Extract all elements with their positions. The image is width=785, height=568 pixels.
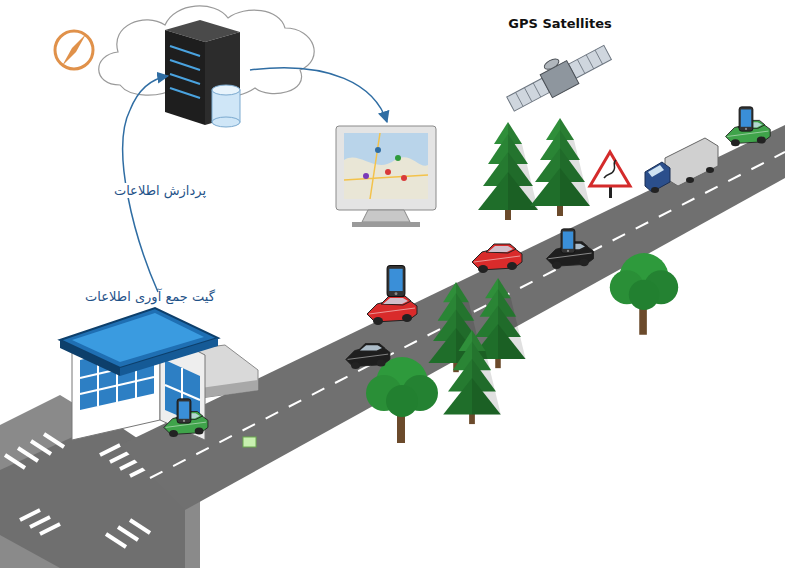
smartphone [561,229,575,253]
oak-tree [366,357,438,443]
oak-tree [610,253,678,335]
label: گیت جمع آوری اطلاعات [85,289,215,304]
car [367,296,417,325]
monitor [336,126,436,227]
gate-building [60,308,258,440]
road [120,125,785,510]
truck [645,138,718,193]
label: GPS Satellites [505,16,615,32]
display-arrow [250,68,387,122]
sensor-marker [243,437,256,447]
car [346,344,390,370]
compass-icon [55,31,93,69]
pine-tree [530,118,590,216]
satellite [501,35,614,117]
smartphone [177,399,191,423]
pine-tree [443,330,501,424]
car [472,244,522,273]
warning-sign [590,152,630,198]
pine-tree [478,122,538,220]
smartphone [739,107,753,131]
label: پردازش اطلاعات [112,183,208,198]
smartphone [387,265,405,296]
